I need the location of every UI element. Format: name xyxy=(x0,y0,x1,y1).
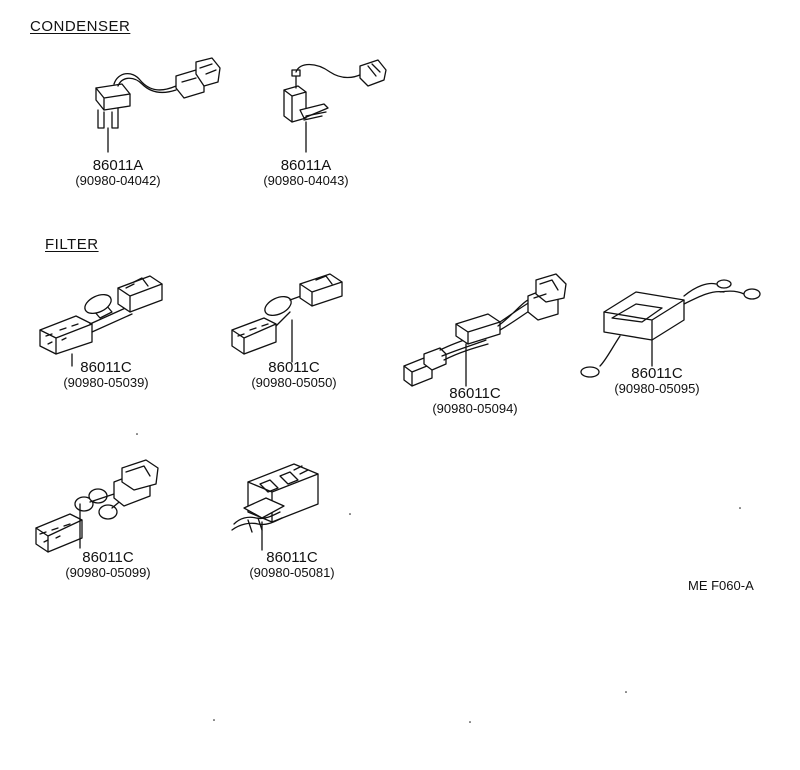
condenser-part-04042-drawing xyxy=(95,57,221,153)
part-code: 86011C xyxy=(449,385,501,402)
part-code: 86011C xyxy=(631,365,683,382)
filter-part-05099-drawing xyxy=(35,459,159,553)
filter-part-05039-drawing xyxy=(39,275,163,367)
condenser-part-04043-drawing xyxy=(283,59,387,153)
part-number: (90980-05095) xyxy=(614,381,700,396)
part-label-05095: 86011C (90980-05095) xyxy=(597,366,717,396)
part-number: (90980-05039) xyxy=(63,375,149,390)
part-number: (90980-04042) xyxy=(75,173,161,188)
part-label-04043: 86011A (90980-04043) xyxy=(246,158,366,188)
section-title-condenser: CONDENSER xyxy=(30,18,131,35)
part-code: 86011C xyxy=(268,359,320,376)
filter-part-05095-drawing xyxy=(580,279,761,378)
part-label-05039: 86011C (90980-05039) xyxy=(46,360,166,390)
part-label-05099: 86011C (90980-05099) xyxy=(48,550,168,580)
part-number: (90980-04043) xyxy=(263,173,349,188)
part-number: (90980-05081) xyxy=(249,565,335,580)
part-label-05050: 86011C (90980-05050) xyxy=(234,360,354,390)
part-number: (90980-05094) xyxy=(432,401,518,416)
part-label-05081: 86011C (90980-05081) xyxy=(232,550,352,580)
scan-speckles xyxy=(136,433,741,723)
part-code: 86011C xyxy=(82,549,134,566)
part-label-04042: 86011A (90980-04042) xyxy=(58,158,178,188)
part-number: (90980-05050) xyxy=(251,375,337,390)
part-code: 86011C xyxy=(80,359,132,376)
part-code: 86011C xyxy=(266,549,318,566)
filter-part-05081-drawing xyxy=(231,463,319,551)
filter-part-05050-drawing xyxy=(231,273,343,363)
part-code: 86011A xyxy=(280,157,332,174)
part-code: 86011A xyxy=(92,157,144,174)
section-title-filter: FILTER xyxy=(45,236,99,253)
part-label-05094: 86011C (90980-05094) xyxy=(415,386,535,416)
figure-reference-code: ME F060-A xyxy=(688,578,754,593)
part-number: (90980-05099) xyxy=(65,565,151,580)
filter-part-05094-drawing xyxy=(403,273,567,387)
